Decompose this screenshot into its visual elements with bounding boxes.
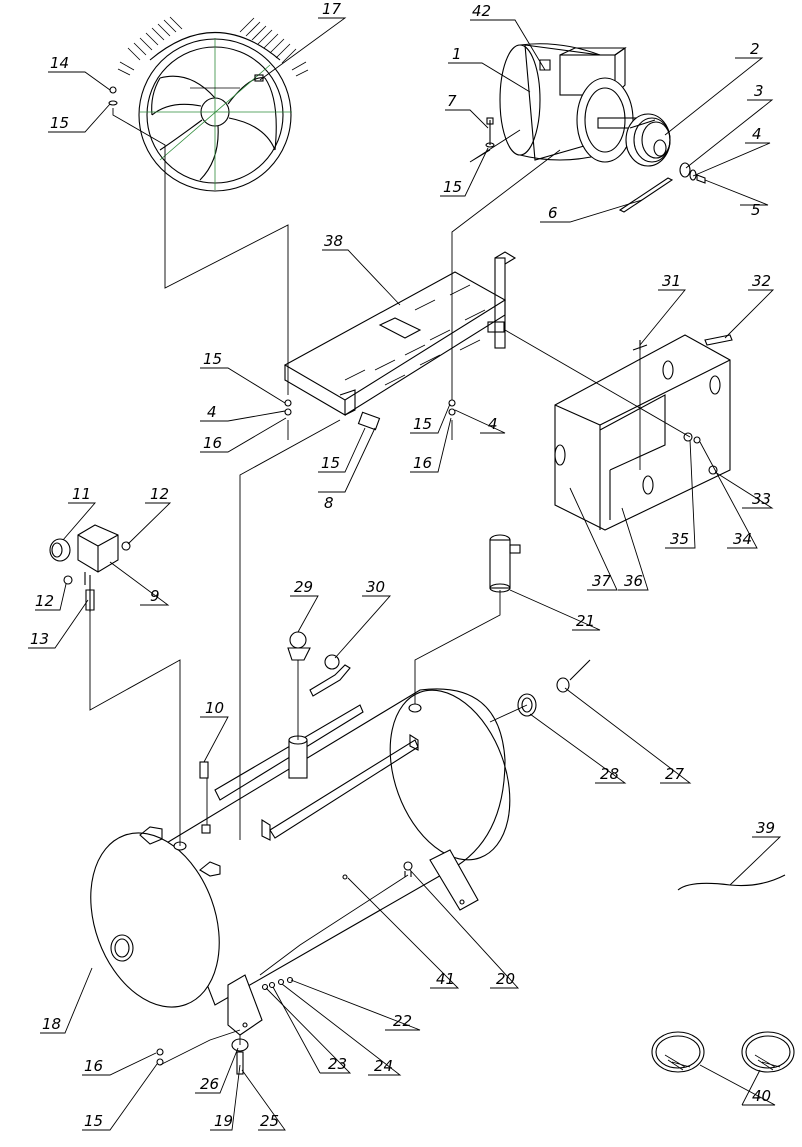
callout-16-bottom: 16 [84,1057,103,1075]
callout-41: 41 [436,970,455,988]
callout-25: 25 [260,1112,279,1130]
callout-15-motor: 15 [443,178,462,196]
coupling [517,659,591,717]
callout-13: 13 [30,630,49,648]
callout-33: 33 [752,490,771,508]
callout-17: 17 [322,0,342,18]
air-receiver-tank [90,688,511,1036]
callout-3: 3 [754,82,764,100]
callout-21: 21 [576,612,595,630]
callout-12-bottom: 12 [35,592,54,610]
callout-16-right: 16 [413,454,432,472]
callout-15-left: 15 [203,350,222,368]
callout-numbers: 1 42 2 3 4 5 6 7 15 14 15 17 38 15 4 16 … [30,0,775,1130]
callout-15-right: 15 [413,415,432,433]
callout-15-fan: 15 [50,114,69,132]
callout-leaders [28,17,782,1131]
callout-22: 22 [393,1012,412,1030]
callout-11: 11 [72,485,91,503]
electric-motor [499,43,639,163]
discharge-pipe [309,654,351,697]
safety-valve [489,534,521,593]
callout-4-right: 4 [488,415,498,433]
callout-14: 14 [50,54,69,72]
check-valve [287,631,311,779]
callout-31: 31 [662,272,681,290]
tank-rail-bracket [214,704,419,841]
motor-bolt [485,117,495,148]
belt-pulley [625,113,671,167]
callout-20: 20 [496,970,515,988]
callout-24: 24 [374,1057,393,1075]
compressor-fan-assembly [117,16,309,192]
callout-38: 38 [324,232,343,250]
mounting-base-plate [283,251,517,431]
callout-36: 36 [624,572,643,590]
callout-26: 26 [200,1075,219,1093]
callout-39: 39 [756,819,775,837]
callout-8: 8 [324,494,334,512]
callout-12-top: 12 [150,485,169,503]
callout-4: 4 [752,125,762,143]
callout-18: 18 [42,1015,61,1033]
callout-30: 30 [366,578,385,596]
callout-5: 5 [751,201,761,219]
power-cable [677,874,786,891]
drive-belt [618,177,674,213]
callout-6: 6 [548,204,558,222]
hose-coils [651,1031,795,1073]
callout-4-left: 4 [207,403,217,421]
callout-34: 34 [733,530,752,548]
callout-19: 19 [214,1112,233,1130]
callout-35: 35 [670,530,689,548]
pulley-washer-bolt [679,162,706,184]
callout-29: 29 [294,578,313,596]
callout-7: 7 [447,92,457,110]
pressure-switch [49,524,131,612]
callout-23: 23 [328,1055,347,1073]
callout-42: 42 [472,2,491,20]
callout-2: 2 [750,40,760,58]
callout-28: 28 [600,765,619,783]
guard-screw [683,432,718,475]
belt-guard [554,334,731,531]
callout-40: 40 [752,1087,771,1105]
assembly-lines [89,108,691,1066]
callout-10: 10 [205,699,224,717]
callout-37: 37 [592,572,612,590]
callout-27: 27 [665,765,685,783]
hardware-bits [108,86,456,416]
callout-16-left: 16 [203,434,222,452]
callout-9: 9 [150,587,160,605]
callout-32: 32 [752,272,771,290]
callout-1: 1 [452,45,462,63]
guard-clip [704,334,733,346]
callout-15-bottom: 15 [84,1112,103,1130]
callout-15-mid: 15 [321,454,340,472]
